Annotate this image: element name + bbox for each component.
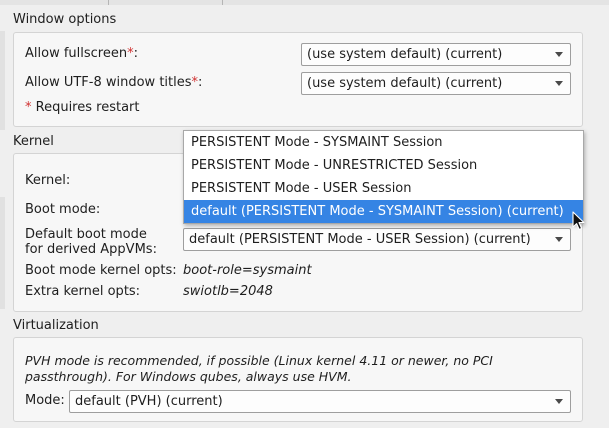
virtualization-mode-label: Mode: — [25, 393, 65, 408]
boot-mode-label: Boot mode: — [25, 202, 101, 217]
chevron-down-icon — [555, 399, 563, 404]
boot-mode-option-sysmaint[interactable]: PERSISTENT Mode - SYSMAINT Session — [191, 135, 443, 150]
boot-mode-option-unrestricted[interactable]: PERSISTENT Mode - UNRESTRICTED Session — [191, 158, 478, 173]
tab-divider — [108, 0, 109, 5]
tab-divider — [222, 0, 223, 5]
allow-utf8-titles-dropdown[interactable]: (use system default) (current) — [301, 72, 571, 95]
virtualization-title: Virtualization — [13, 318, 99, 333]
chevron-down-icon — [555, 52, 563, 57]
virtualization-mode-dropdown[interactable]: default (PVH) (current) — [69, 390, 571, 413]
allow-fullscreen-label: Allow fullscreen*: — [25, 46, 138, 61]
requires-restart-note: * Requires restart — [25, 100, 140, 115]
allow-fullscreen-value: (use system default) (current) — [307, 47, 503, 62]
default-boot-mode-dropdown[interactable]: default (PERSISTENT Mode - USER Session)… — [183, 228, 571, 251]
default-boot-mode-value: default (PERSISTENT Mode - USER Session)… — [189, 232, 531, 247]
allow-fullscreen-dropdown[interactable]: (use system default) (current) — [301, 43, 571, 66]
extra-kernel-opts-label: Extra kernel opts: — [25, 284, 141, 299]
chevron-down-icon — [555, 81, 563, 86]
boot-mode-popup[interactable]: PERSISTENT Mode - SYSMAINT Session PERSI… — [183, 130, 584, 224]
mouse-pointer-icon — [572, 211, 585, 231]
allow-utf8-titles-value: (use system default) (current) — [307, 76, 503, 91]
boot-mode-option-default-selected[interactable]: default (PERSISTENT Mode - SYSMAINT Sess… — [184, 200, 583, 223]
virtualization-mode-value: default (PVH) (current) — [75, 394, 223, 409]
allow-utf8-titles-label: Allow UTF-8 window titles*: — [25, 75, 203, 90]
boot-mode-kernel-opts-label: Boot mode kernel opts: — [25, 263, 177, 278]
window-options-title: Window options — [13, 12, 117, 27]
pvh-recommendation-note: PVH mode is recommended, if possible (Li… — [25, 353, 493, 384]
boot-mode-option-user[interactable]: PERSISTENT Mode - USER Session — [191, 181, 412, 196]
boot-mode-kernel-opts-value: boot-role=sysmaint — [183, 263, 312, 278]
left-panel-edge — [0, 31, 5, 130]
default-boot-mode-label: Default boot mode for derived AppVMs: — [25, 227, 157, 257]
kernel-title: Kernel — [13, 134, 54, 149]
extra-kernel-opts-value: swiotlb=2048 — [183, 284, 273, 299]
tab-strip — [0, 0, 609, 5]
chevron-down-icon — [555, 237, 563, 242]
left-panel-edge — [0, 197, 5, 309]
kernel-label: Kernel: — [25, 173, 71, 188]
